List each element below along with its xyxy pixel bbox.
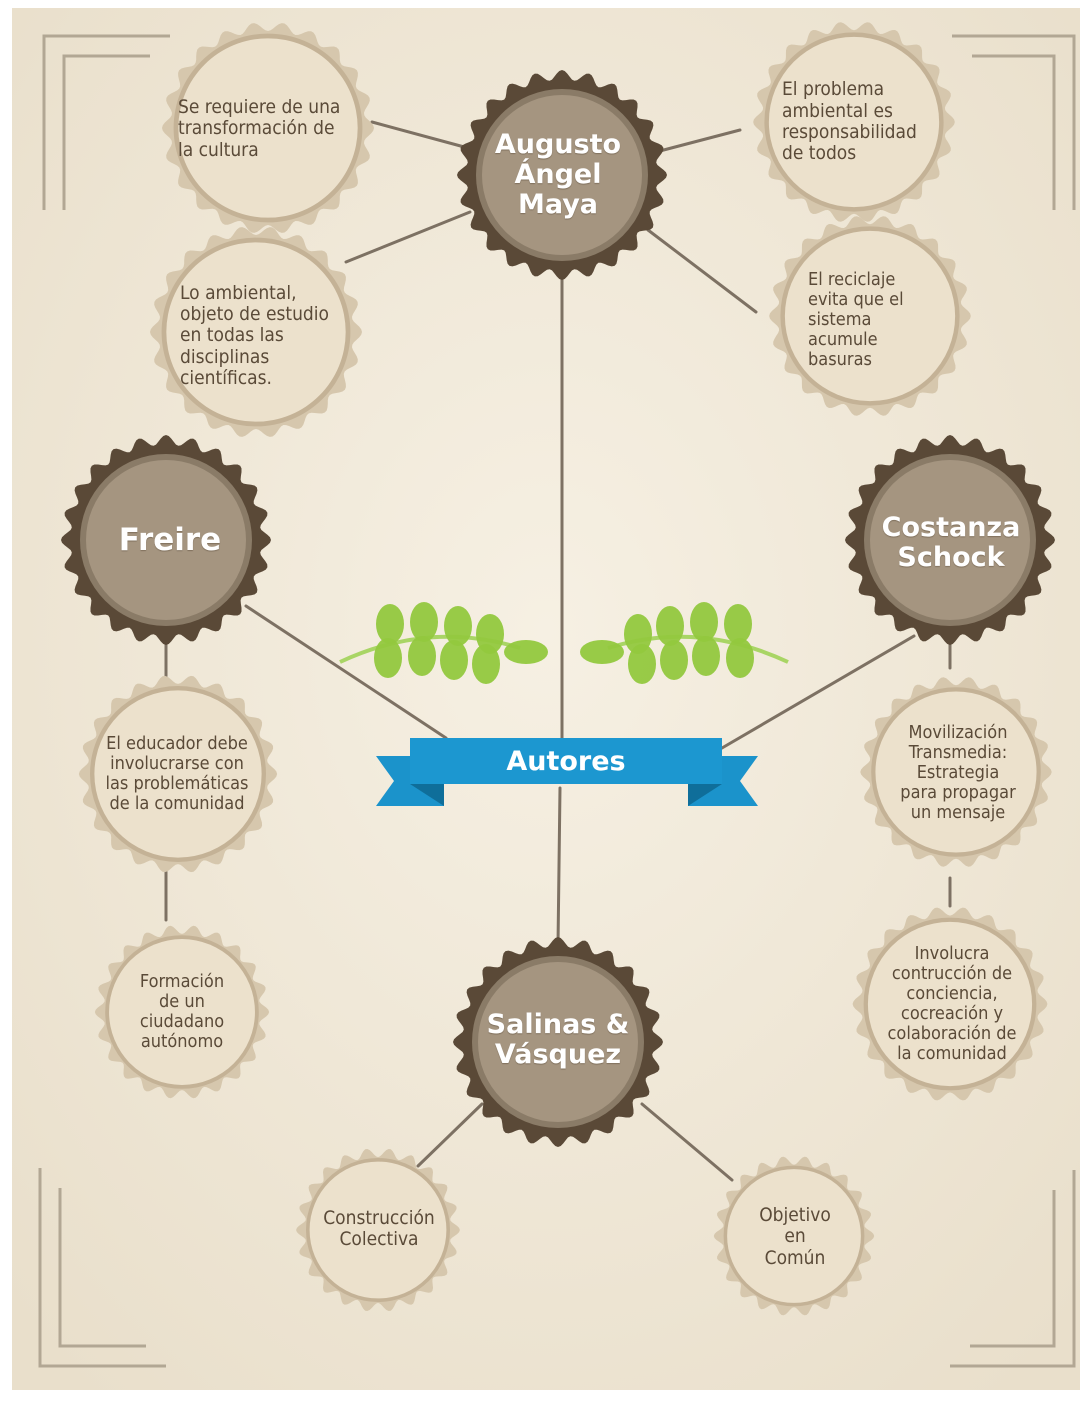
idea-badge-schock-awareness xyxy=(852,907,1048,1101)
idea-maya-disciplines: Lo ambiental, objeto de estudio en todas… xyxy=(180,281,329,389)
badge-face xyxy=(482,95,642,255)
badge-face xyxy=(178,38,358,218)
author-badge-freire xyxy=(61,435,271,645)
idea-badge-maya-disciplines xyxy=(150,227,362,437)
badge-face xyxy=(309,1161,447,1299)
leaf xyxy=(660,640,688,680)
leaf xyxy=(472,644,500,684)
badge-face xyxy=(875,691,1037,853)
leaf xyxy=(726,638,754,678)
idea-schock-awareness: Involucra contrucción de conciencia, coc… xyxy=(887,942,1017,1065)
ribbon-fold-right xyxy=(688,784,722,806)
idea-badge-schock-transmedia xyxy=(860,677,1052,867)
leaf xyxy=(690,602,718,642)
badge-face xyxy=(109,939,255,1085)
badge-face xyxy=(478,962,638,1122)
leaf xyxy=(376,604,404,644)
connector-line xyxy=(640,1102,734,1182)
connector-line xyxy=(416,1102,484,1168)
author-badge-salinas xyxy=(453,937,663,1147)
badge-face xyxy=(870,460,1030,620)
badge-face xyxy=(768,36,940,208)
idea-badge-freire-citizen xyxy=(94,925,270,1099)
connector-line xyxy=(654,128,742,154)
leaf xyxy=(440,640,468,680)
badge-face xyxy=(867,921,1033,1087)
idea-freire-citizen: Formación de un ciudadano autónomo xyxy=(139,970,225,1053)
connector-line xyxy=(370,120,470,150)
corner-frame-top-left xyxy=(42,34,170,210)
connector-line xyxy=(244,604,448,740)
ribbon-fold-left xyxy=(410,784,444,806)
idea-salinas-collective: Construcción Colectiva xyxy=(323,1206,435,1250)
author-freire-name: Freire xyxy=(118,521,222,558)
leaf xyxy=(628,644,656,684)
leaf-sprig-right xyxy=(580,602,789,684)
diagram-title: Autores xyxy=(506,745,626,777)
leaf-sprig-left xyxy=(339,602,548,684)
author-maya-name: Augusto Ángel Maya xyxy=(494,128,622,221)
corner-frame-bottom-left xyxy=(38,1168,166,1368)
badge-face xyxy=(166,242,346,422)
badge-face xyxy=(94,690,262,858)
ribbon-main xyxy=(410,738,722,784)
corner-frame-bottom-right xyxy=(950,1170,1076,1368)
connector-lines xyxy=(164,120,952,1182)
idea-badge-freire-educator xyxy=(78,675,278,873)
leaf xyxy=(476,614,504,654)
leaf xyxy=(374,638,402,678)
leaf xyxy=(692,636,720,676)
leaf xyxy=(580,640,624,664)
badge-face xyxy=(727,1169,861,1303)
author-salinas-name: Salinas & Vásquez xyxy=(486,1008,630,1070)
idea-schock-transmedia: Movilización Transmedia: Estrategia para… xyxy=(900,721,1016,824)
author-badge-schock xyxy=(845,435,1055,645)
connector-line xyxy=(556,786,562,947)
title-ribbon xyxy=(376,738,758,806)
badge-face xyxy=(86,460,246,620)
leaf xyxy=(504,640,548,664)
connector-line xyxy=(344,210,472,264)
connector-line xyxy=(646,228,758,314)
leaf xyxy=(410,602,438,642)
idea-freire-educator: El educador debe involucrarse con las pr… xyxy=(105,732,249,815)
corner-frame-top-right xyxy=(952,34,1076,210)
leaf xyxy=(656,606,684,646)
leaf xyxy=(724,604,752,644)
idea-salinas-goal: Objetivo en Común xyxy=(759,1204,831,1269)
leaf xyxy=(444,606,472,646)
idea-badge-salinas-collective xyxy=(296,1149,460,1311)
author-badge-maya xyxy=(457,70,667,280)
idea-maya-culture: Se requiere de una transformación de la … xyxy=(178,96,341,161)
idea-maya-responsibility: El problema ambiental es responsabilidad… xyxy=(782,78,917,165)
idea-badge-maya-culture xyxy=(162,23,374,233)
idea-badge-maya-recycling xyxy=(769,216,971,416)
idea-badge-maya-responsibility xyxy=(753,22,955,222)
badge-face xyxy=(784,230,956,402)
author-schock-name: Costanza Schock xyxy=(881,511,1021,573)
leaf xyxy=(624,614,652,654)
connector-line xyxy=(720,634,916,750)
idea-badge-salinas-goal xyxy=(713,1156,875,1316)
idea-maya-recycling: El reciclaje evita que el sistema acumul… xyxy=(808,268,904,371)
leaf xyxy=(408,636,436,676)
badges-layer xyxy=(61,22,1055,1316)
